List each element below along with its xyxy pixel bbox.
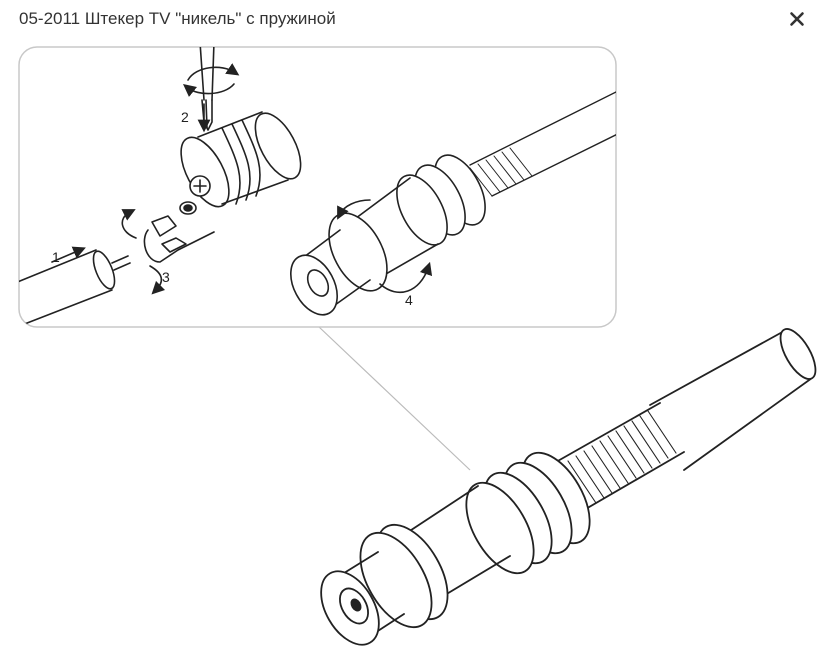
lightbox-header: 05-2011 Штекер TV "никель" с пружиной bbox=[0, 0, 818, 38]
lightbox-title: 05-2011 Штекер TV "никель" с пружиной bbox=[19, 9, 336, 28]
close-button[interactable] bbox=[782, 4, 812, 34]
close-icon bbox=[790, 12, 804, 26]
callout-leader-line bbox=[317, 325, 471, 471]
product-image: 1 2 3 4 bbox=[0, 38, 818, 654]
step-label-3: 3 bbox=[162, 269, 170, 285]
cable-clamp bbox=[143, 215, 215, 263]
tv-plug-assembly-illustration: 1 2 3 4 bbox=[18, 46, 817, 646]
step-label-2: 2 bbox=[181, 109, 189, 125]
tv-plug-main bbox=[320, 328, 817, 646]
step-label-4: 4 bbox=[405, 292, 413, 308]
assembly-steps-inset: 1 2 3 4 bbox=[18, 46, 617, 328]
plug-housing bbox=[179, 111, 302, 215]
step-label-1: 1 bbox=[52, 249, 60, 265]
assembled-plug-inset bbox=[290, 79, 616, 316]
